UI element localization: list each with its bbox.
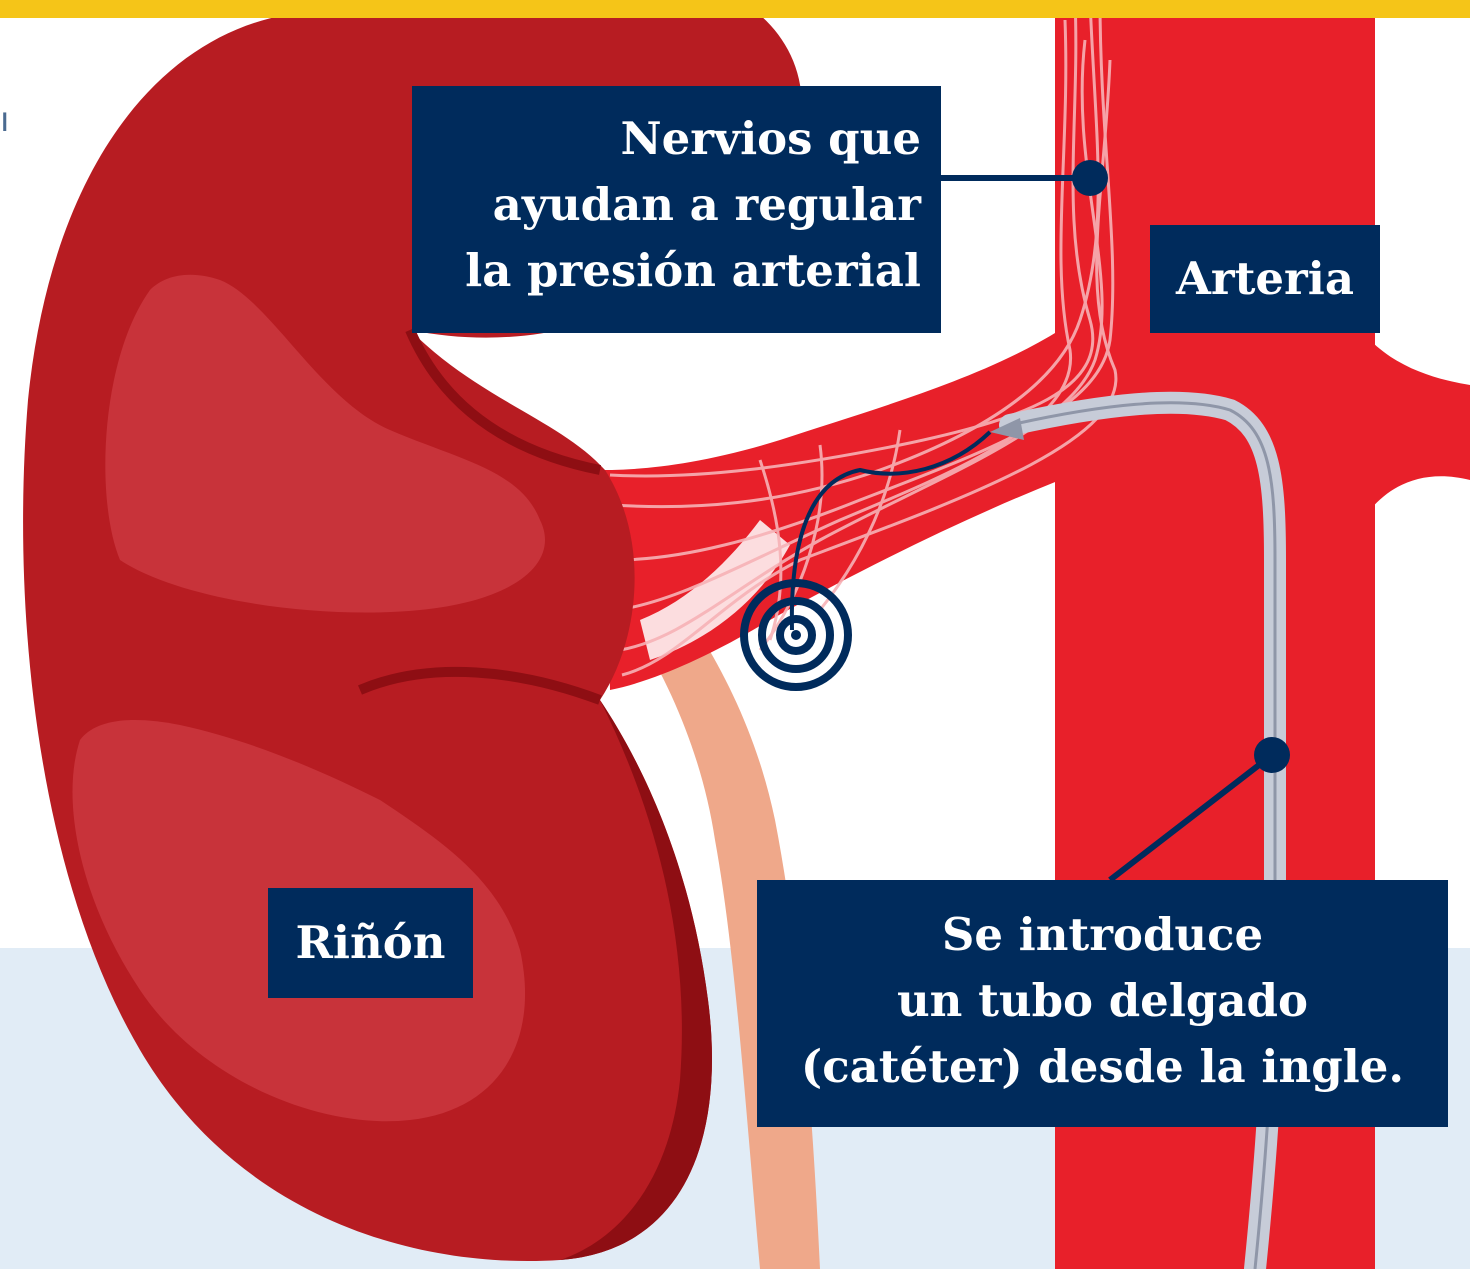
catheter-label: Se introduce un tubo delgado (catéter) d… (757, 880, 1448, 1127)
leader-lines (940, 175, 1274, 883)
artery-label: Arteria (1150, 225, 1380, 333)
catheter-pointer-dot (1254, 737, 1290, 773)
kidney-label: Riñón (268, 888, 473, 998)
edge-glyph: ı (0, 100, 10, 140)
catheter-wire (789, 430, 992, 631)
nerves-label: Nervios que ayudan a regular la presión … (412, 86, 941, 333)
catheter-label-line: un tubo delgado (896, 974, 1309, 1027)
nerves-label-line: la presión arterial (465, 244, 921, 297)
nerves-label-line: Nervios que (620, 112, 921, 165)
ablation-target-icon (740, 579, 852, 691)
catheter (789, 391, 1286, 1269)
catheter-label-line: Se introduce (941, 908, 1264, 961)
catheter-label-line: (catéter) desde la ingle. (800, 1040, 1405, 1093)
catheter-tip (990, 418, 1024, 440)
nerves-label-line: ayudan a regular (492, 178, 921, 231)
nerve-pointer-dot (1072, 160, 1108, 196)
top-banner (0, 0, 1470, 18)
